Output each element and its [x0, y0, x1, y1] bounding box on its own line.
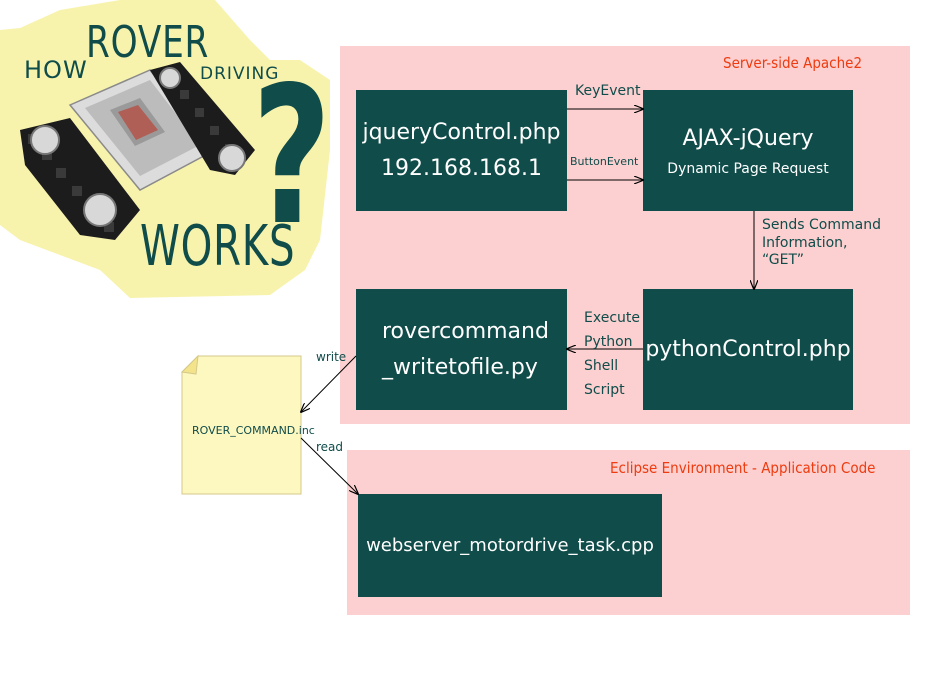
label-execute-line3: Shell [584, 358, 619, 374]
label-read: read [316, 440, 344, 454]
node-rover-command-line1: rovercommand [382, 318, 549, 344]
arrow-read [300, 437, 358, 494]
label-button-event: ButtonEvent [570, 155, 639, 168]
eclipse-title: Eclipse Environment - Application Code [610, 459, 876, 477]
node-ajax-subtitle: Dynamic Page Request [667, 160, 829, 177]
node-jquery-control-title: jqueryControl.php [362, 119, 561, 145]
node-python-control: pythonControl.php [643, 289, 853, 410]
label-sends-command-line3: “GET” [762, 252, 804, 268]
node-rover-command: rovercommand _writetofile.py [356, 289, 567, 410]
node-ajax-title: AJAX-jQuery [682, 125, 814, 151]
node-rover-command-line2: _writetofile.py [382, 354, 538, 380]
arrow-write [301, 355, 357, 412]
label-sends-command: Sends Command Information, “GET” [762, 217, 881, 270]
node-jquery-control: jqueryControl.php 192.168.168.1 [356, 90, 567, 211]
label-sends-command-line1: Sends Command [762, 217, 881, 233]
logo-rover: ROVER [86, 17, 210, 68]
file-note-label: ROVER_COMMAND.inc [192, 424, 315, 437]
node-ajax-jquery: AJAX-jQuery Dynamic Page Request [643, 90, 853, 211]
label-execute-line2: Python [584, 334, 633, 350]
label-key-event: KeyEvent [575, 83, 641, 99]
server-side-title: Server-side Apache2 [723, 54, 863, 72]
node-jquery-control-ip: 192.168.168.1 [381, 155, 542, 181]
node-motordrive-task: webserver_motordrive_task.cpp [358, 494, 662, 597]
logo-driving: DRIVING [200, 64, 280, 84]
rover-icon [20, 62, 255, 240]
label-sends-command-line2: Information, [762, 234, 848, 251]
logo-how: HOW [24, 56, 88, 84]
label-execute-python: Execute Python Shell Script [584, 306, 640, 402]
node-python-control-title: pythonControl.php [645, 337, 851, 362]
label-write: write [316, 350, 347, 364]
logo-question-mark: ? [252, 46, 332, 267]
node-motordrive-title: webserver_motordrive_task.cpp [366, 535, 654, 556]
label-execute-line4: Script [584, 382, 625, 398]
logo-works: WORKS [140, 214, 296, 279]
label-execute-line1: Execute [584, 310, 640, 326]
